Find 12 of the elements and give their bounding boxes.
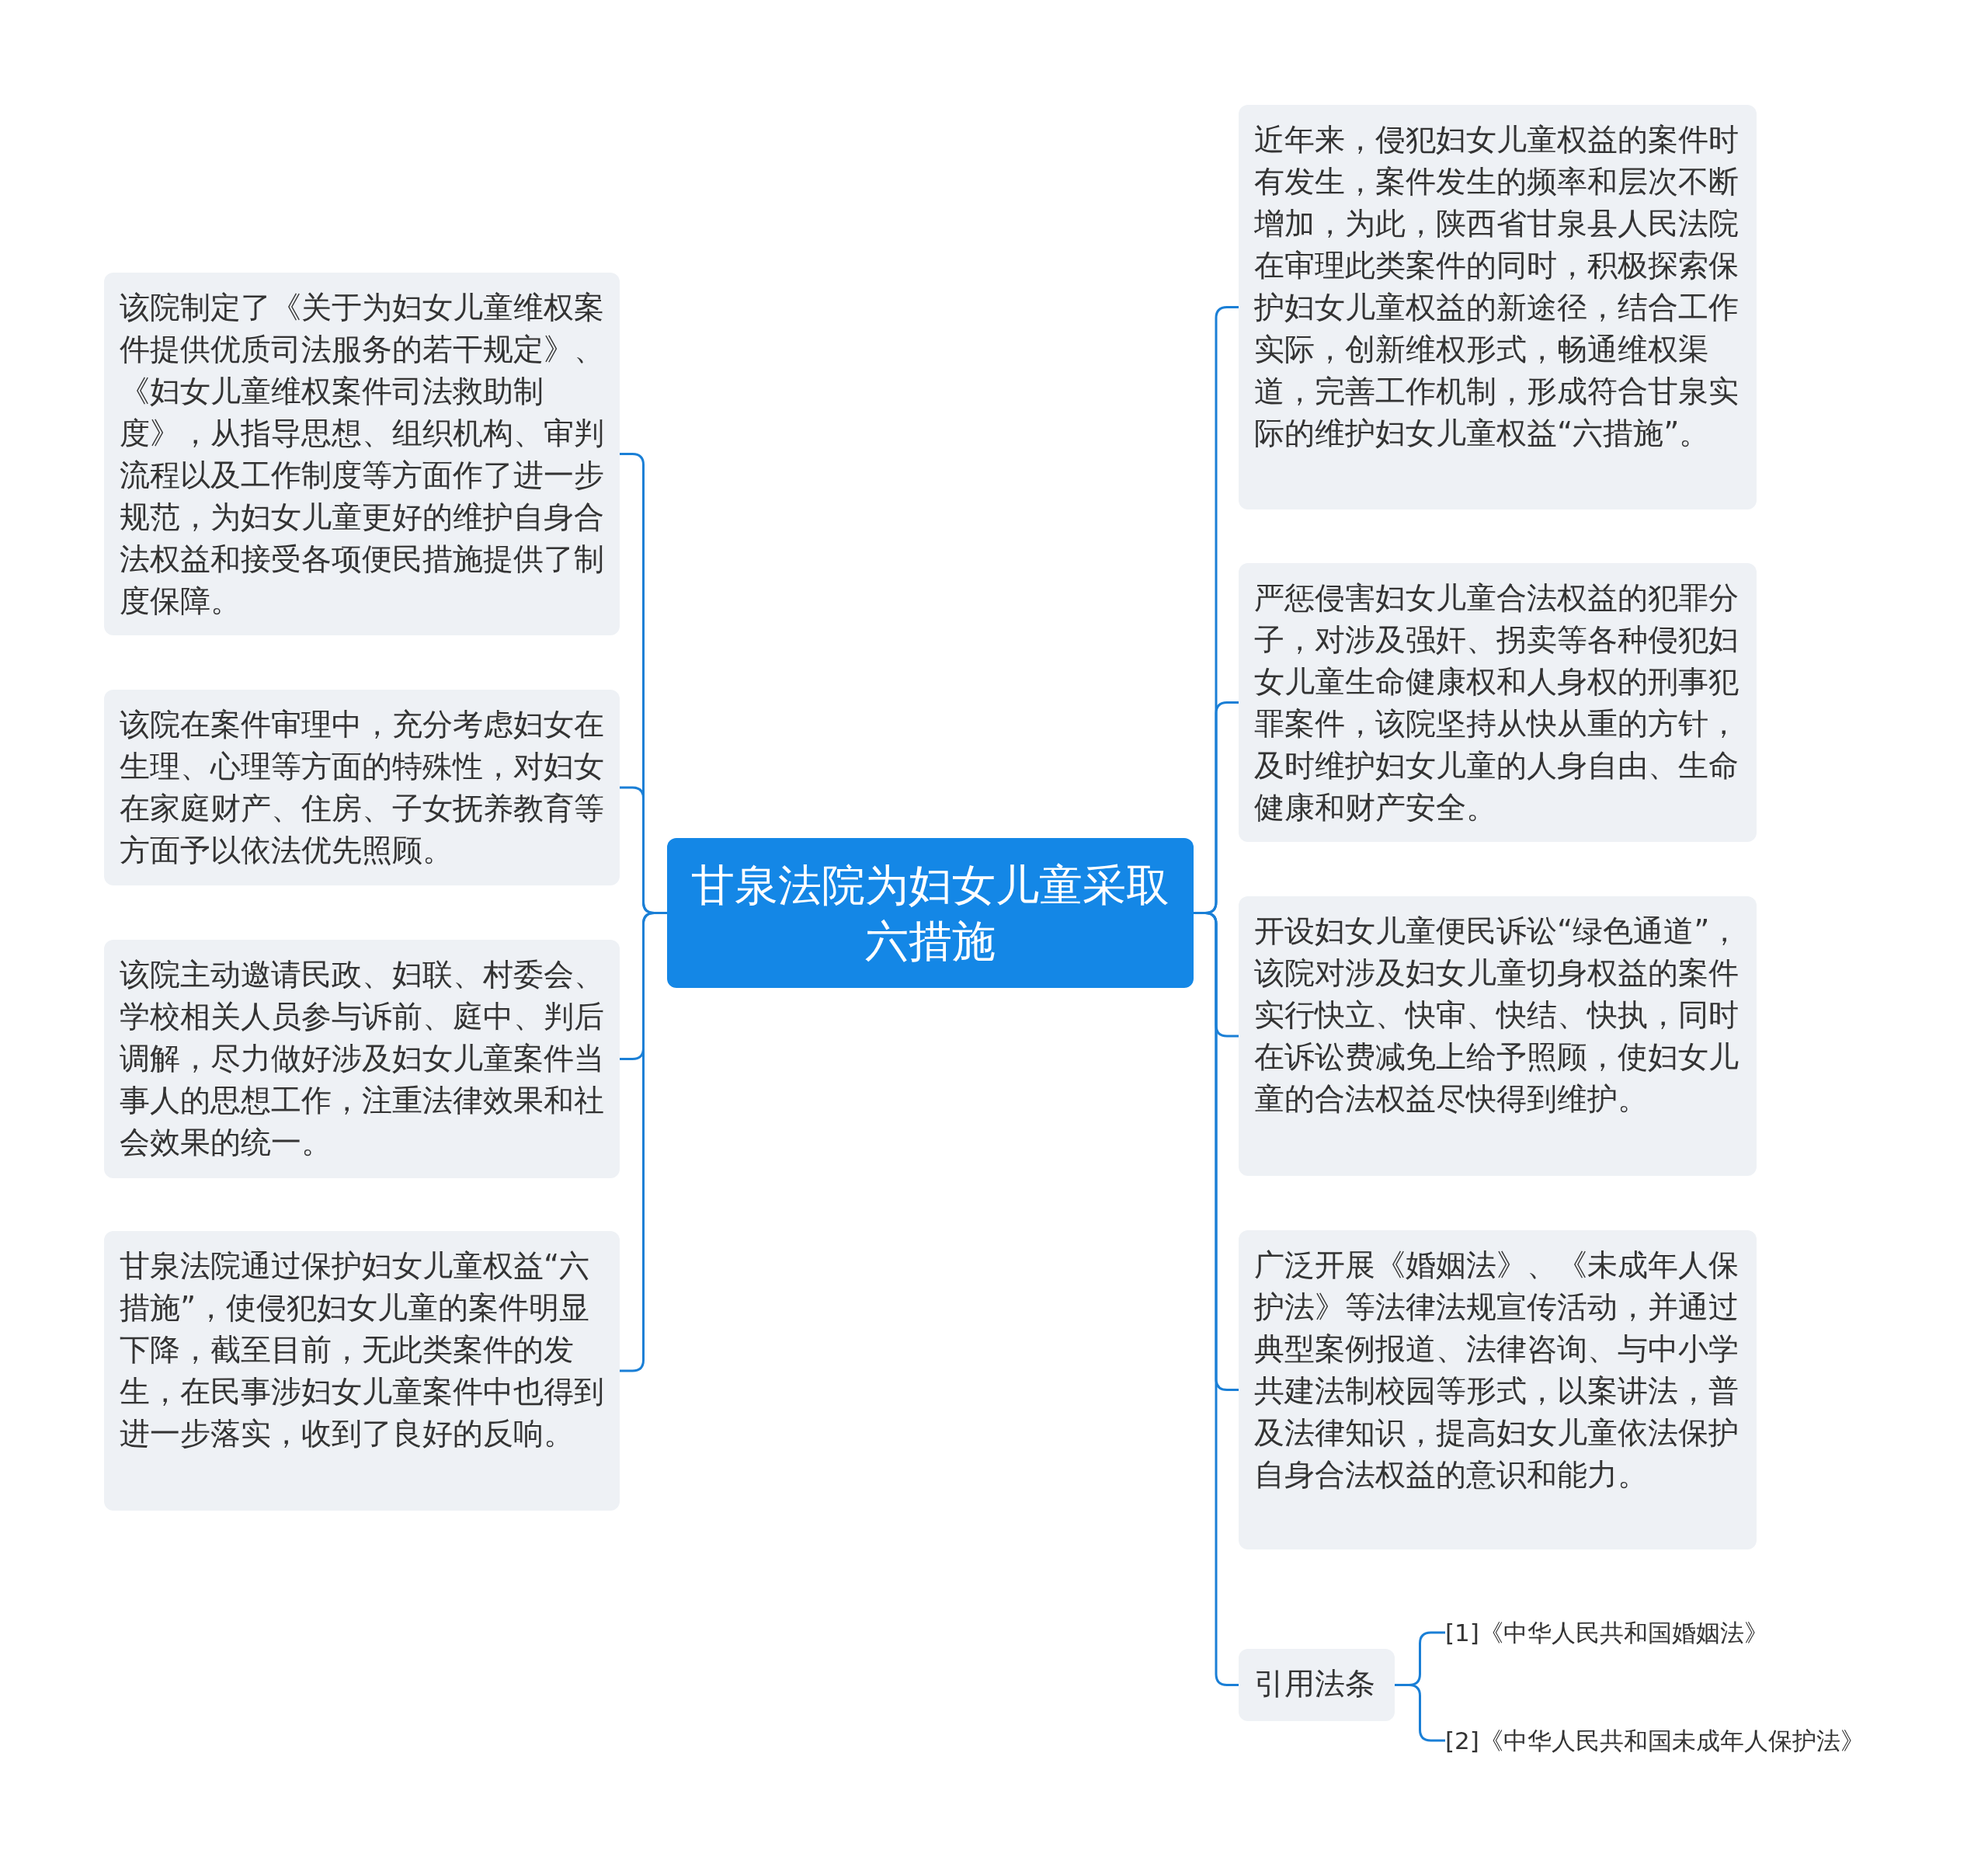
topic-box: 该院主动邀请民政、妇联、村委会、学校相关人员参与诉前、庭中、判后调解，尽力做好涉及妇女儿童案件当事人的思想工作，注重法律效果和社会效果的统一。 (104, 940, 620, 1178)
central-topic-box: 甘泉法院为妇女儿童采取六措施 (667, 838, 1194, 988)
topic-box: 严惩侵害妇女儿童合法权益的犯罪分子，对涉及强奸、拐卖等各种侵犯妇女儿童生命健康权和人身权的刑事犯罪案件，该院坚持从快从重的方针，及时维护妇女儿童的人身自由、生命健康和财产安全。 (1239, 563, 1757, 842)
reference-text: [2]《中华人民共和国未成年人保护法》 (1445, 1724, 1927, 1757)
topic-box: 开设妇女儿童便民诉讼“绿色通道”，该院对涉及妇女儿童切身权益的案件实行快立、快审、快结、快执，同时在诉讼费减免上给予照顾，使妇女儿童的合法权益尽快得到维护。 (1239, 896, 1757, 1176)
reference-text: [1]《中华人民共和国婚姻法》 (1445, 1617, 1880, 1648)
topic-box: 近年来，侵犯妇女儿童权益的案件时有发生，案件发生的频率和层次不断增加，为此，陕西省甘泉县人民法院在审理此类案件的同时，积极探索保护妇女儿童权益的新途径，结合工作实际，创新维权形式，畅通维权渠道，完善工作机制，形成符合甘泉实际的维护妇女儿童权益“六措施”。 (1239, 105, 1757, 509)
topic-box: 甘泉法院通过保护妇女儿童权益“六措施”，使侵犯妇女儿童的案件明显下降，截至目前，无此类案件的发生，在民事涉妇女儿童案件中也得到进一步落实，收到了良好的反响。 (104, 1231, 620, 1511)
topic-box: 引用法条 (1239, 1649, 1395, 1721)
topic-box: 该院在案件审理中，充分考虑妇女在生理、心理等方面的特殊性，对妇女在家庭财产、住房、子女抚养教育等方面予以依法优先照顾。 (104, 690, 620, 885)
topic-box: 广泛开展《婚姻法》、《未成年人保护法》等法律法规宣传活动，并通过典型案例报道、法律咨询、与中小学共建法制校园等形式，以案讲法，普及法律知识，提高妇女儿童依法保护自身合法权益的意识和能力。 (1239, 1230, 1757, 1549)
topic-box: 该院制定了《关于为妇女儿童维权案件提供优质司法服务的若干规定》、《妇女儿童维权案件司法救助制度》，从指导思想、组织机构、审判流程以及工作制度等方面作了进一步规范，为妇女儿童更好的维护自身合法权益和接受各项便民措施提供了制度保障。 (104, 273, 620, 635)
